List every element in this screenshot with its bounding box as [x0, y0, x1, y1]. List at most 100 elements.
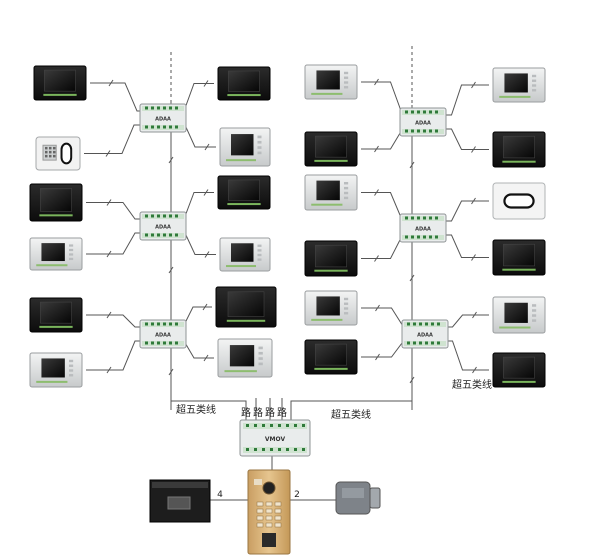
monitor-cable-tick [108, 79, 114, 87]
route-label: 路 [277, 406, 287, 419]
hub-brand-label: ADAA [155, 117, 171, 123]
indoor-monitor-silver [217, 338, 273, 378]
indoor-monitor-silver [492, 296, 546, 334]
indoor-monitor-silver [29, 237, 83, 271]
cable-label-left: 超五类线 [176, 403, 216, 416]
monitor-cable [446, 84, 489, 116]
indoor-monitor-black [492, 352, 546, 388]
hub-brand-label: ADAA [417, 333, 433, 339]
monitor-cable-tick [106, 199, 112, 206]
monitor-cable [448, 314, 489, 328]
monitor-cable-tick [106, 311, 112, 319]
route-label: 路 [241, 406, 251, 419]
monitor-cable [183, 83, 214, 112]
floor-distributor-hub: ADAA [139, 103, 187, 133]
cable-tick [168, 266, 174, 274]
monitor-cable [361, 340, 405, 358]
monitor-cable [86, 232, 140, 255]
monitor-cable [84, 124, 140, 154]
cable-label-center: 超五类线 [331, 408, 371, 421]
bus-left [170, 392, 247, 420]
monitor-cable [361, 192, 404, 222]
monitor-cable [361, 81, 404, 116]
monitor-cable-tick [471, 146, 476, 153]
monitor-cable [86, 314, 140, 328]
power-supply-box [149, 479, 211, 523]
indoor-monitor-silver [492, 67, 546, 103]
monitor-cable-tick [471, 197, 476, 205]
monitor-cable-tick [374, 78, 379, 86]
monitor-cable-tick [204, 251, 210, 258]
monitor-cable-tick [471, 81, 476, 89]
indoor-monitor-black [29, 183, 83, 222]
link-count-right: 2 [294, 490, 300, 500]
monitor-cable-tick [472, 311, 477, 319]
indoor-monitor-black [492, 131, 546, 168]
monitor-cable [183, 192, 214, 220]
monitor-cable [448, 340, 489, 371]
monitor-cable [361, 128, 404, 150]
monitor-cable-tick [374, 189, 379, 196]
floor-distributor-hub: ADAA [401, 319, 449, 349]
monitor-cable-tick [375, 304, 380, 312]
monitor-cable [446, 234, 489, 258]
monitor-cable-tick [203, 189, 209, 196]
monitor-cable [182, 306, 212, 328]
indoor-monitor-silver [219, 237, 271, 272]
indoor-monitor-silver [304, 64, 358, 100]
hub-brand-label: ADAA [155, 225, 171, 231]
outdoor-door-station [247, 469, 291, 555]
indoor-monitor-silver [29, 352, 83, 388]
monitor-cable [361, 307, 405, 328]
indoor-monitor-black [33, 65, 87, 101]
monitor-cable-tick [375, 353, 380, 361]
devices: ADAA ADAA ADAA ADAA ADAA ADAA VMOV [29, 64, 546, 555]
main-distributor-switch: VMOV [239, 419, 311, 457]
cable-tick [409, 161, 415, 169]
monitor-cable [86, 340, 140, 371]
monitor-cable-tick [471, 254, 476, 261]
cable-tick [409, 376, 415, 384]
hub-brand-label: ADAA [415, 227, 431, 233]
monitor-cable-tick [106, 366, 112, 374]
floor-distributor-hub: ADAA [139, 319, 187, 349]
cable-tick [168, 368, 174, 376]
monitor-cable-tick [374, 255, 379, 262]
monitor-cable [86, 202, 140, 220]
indoor-monitor-black [492, 239, 546, 276]
route-label: 路 [253, 406, 263, 419]
monitor-cable-tick [106, 250, 112, 258]
indoor-monitor-black [304, 240, 358, 277]
route-label: 路 [265, 406, 275, 419]
monitor-cable [361, 234, 404, 259]
floor-distributor-hub: ADAA [139, 211, 187, 241]
monitor-cable [446, 128, 489, 150]
indoor-monitor-silver [304, 174, 358, 211]
indoor-monitor-black [304, 131, 358, 167]
monitor-cable [446, 200, 489, 222]
indoor-monitor-black [217, 66, 271, 101]
indoor-monitor-silver [304, 290, 358, 326]
monitor-cable-tick [105, 150, 111, 157]
wall-handset-unit [35, 136, 81, 171]
hub-brand-label: ADAA [415, 121, 431, 127]
monitor-cable [183, 340, 214, 359]
monitor-cable [184, 124, 216, 148]
monitor-cable-tick [374, 145, 379, 153]
monitor-cable [90, 82, 140, 112]
bus-right [290, 392, 413, 420]
monitor-cable-tick [204, 143, 210, 151]
indoor-monitor-black [217, 175, 271, 210]
monitor-cable [184, 232, 216, 255]
electric-lock [335, 481, 381, 515]
indoor-monitor-black [215, 286, 277, 328]
indoor-monitor-black [304, 339, 358, 375]
hub-brand-label: ADAA [155, 333, 171, 339]
handset-unit [492, 182, 546, 220]
link-count-left: 4 [217, 490, 223, 500]
indoor-monitor-silver [219, 127, 271, 167]
floor-distributor-hub: ADAA [399, 107, 447, 137]
cable-tick [409, 274, 415, 282]
main-switch-brand-label: VMOV [265, 436, 286, 443]
